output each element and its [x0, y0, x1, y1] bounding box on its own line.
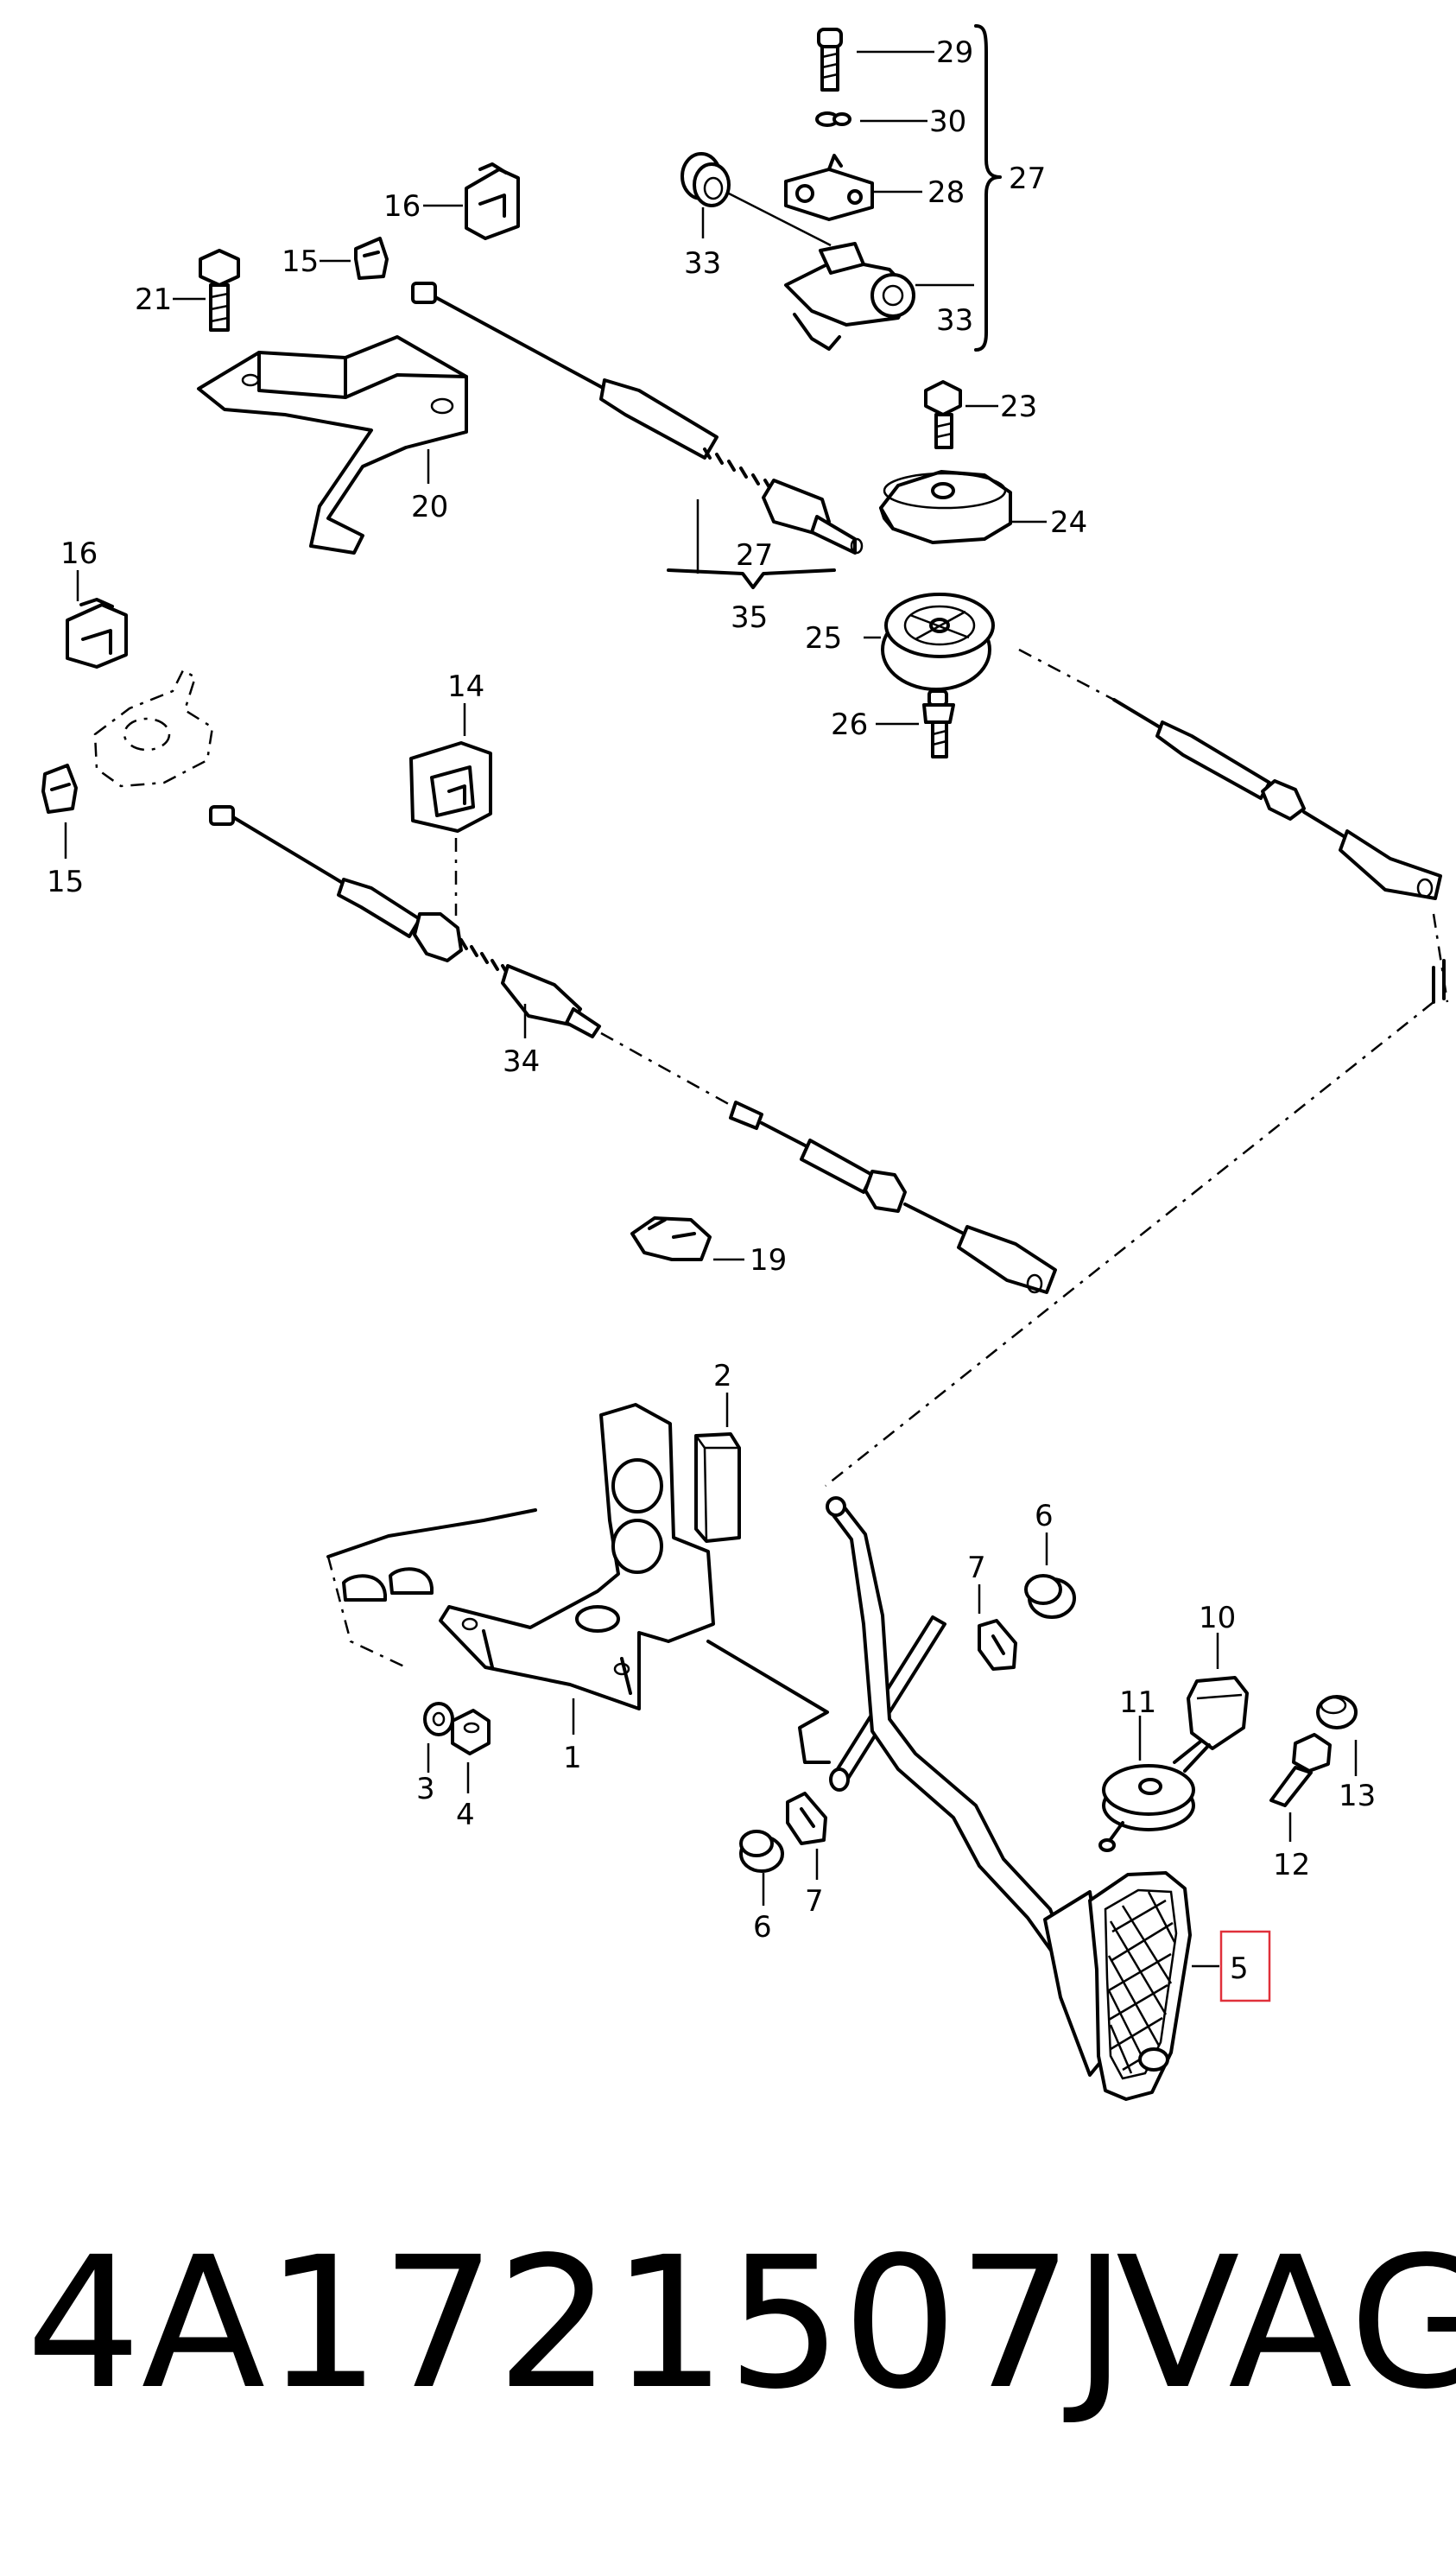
bumper-11: [1098, 1764, 1195, 1852]
clip-16-left: [66, 598, 128, 669]
sensor-33: [784, 242, 915, 351]
callout-26: 26: [831, 708, 868, 742]
callout-34: 34: [503, 1044, 540, 1079]
callout-3: 3: [416, 1772, 435, 1806]
callout-35: 35: [731, 600, 768, 635]
callout-20: 20: [411, 490, 448, 524]
callout-15-top: 15: [282, 244, 319, 279]
callout-11: 11: [1119, 1685, 1156, 1720]
bolt-29: [817, 28, 843, 92]
callout-15-left: 15: [47, 865, 84, 899]
clip-19: [630, 1216, 712, 1261]
callout-33-left: 33: [684, 246, 721, 281]
stop-10: [1173, 1676, 1249, 1773]
washer-3: [423, 1702, 454, 1736]
callout-14: 14: [447, 669, 484, 704]
pedal-pad-5: [1043, 1871, 1192, 2101]
part-number: 4A1721507J: [26, 2218, 1127, 2429]
cable-34: [209, 805, 1057, 1294]
callout-10: 10: [1199, 1601, 1236, 1635]
callout-6-top: 6: [1035, 1499, 1054, 1533]
grommet-33: [681, 152, 731, 207]
callout-30: 30: [929, 105, 966, 139]
callout-16-top: 16: [383, 189, 421, 224]
callout-12: 12: [1273, 1848, 1310, 1882]
callout-23: 23: [1000, 390, 1037, 424]
clip-7-top: [978, 1619, 1017, 1671]
callout-21: 21: [135, 282, 172, 317]
callout-25: 25: [805, 621, 842, 656]
brand-name: VAG: [1116, 2218, 1456, 2429]
callout-7-top: 7: [967, 1551, 986, 1585]
bolt-12: [1269, 1733, 1332, 1807]
callout-19: 19: [750, 1243, 787, 1278]
callout-4: 4: [456, 1798, 475, 1832]
bracket-20: [197, 335, 468, 555]
callout-2: 2: [713, 1359, 732, 1393]
callout-28: 28: [927, 175, 965, 210]
cable-right: [1018, 648, 1449, 1003]
callout-27-bracket: 27: [1009, 162, 1046, 196]
footer: 4A1721507J VAG: [26, 2212, 1456, 2436]
highlight-box-5: [1219, 1930, 1271, 2002]
switch-28: [784, 154, 874, 221]
callout-27-cable: 27: [736, 538, 773, 573]
cover-24: [879, 470, 1012, 544]
bracket-1: [439, 1403, 715, 1710]
callout-1: 1: [563, 1741, 582, 1775]
bushing-6-top: [1024, 1574, 1076, 1619]
nut-4: [451, 1709, 491, 1755]
callout-5: 5: [1230, 1951, 1249, 1986]
pulley-25: [881, 593, 995, 691]
callout-13: 13: [1339, 1779, 1376, 1813]
pad-2: [694, 1432, 741, 1543]
callout-16-left: 16: [60, 536, 98, 571]
clip-7-bottom: [786, 1792, 827, 1845]
washer-30: [815, 111, 851, 127]
callout-6-bottom: 6: [753, 1910, 772, 1945]
bolt-21: [199, 249, 240, 332]
firewall-studs: [326, 1508, 831, 1764]
clip-14: [409, 741, 492, 833]
cap-13: [1316, 1695, 1358, 1729]
clip-15-top: [354, 237, 389, 280]
callout-33-right: 33: [936, 303, 973, 338]
dashed-bracket: [93, 669, 214, 788]
callout-24: 24: [1050, 505, 1087, 540]
pin-26: [922, 689, 955, 758]
callout-7-bottom: 7: [805, 1884, 824, 1919]
cable-27: [411, 282, 864, 555]
clip-15-left: [41, 764, 78, 814]
bushing-6-bottom: [739, 1830, 784, 1873]
callout-29: 29: [936, 35, 973, 70]
clip-16-top: [465, 162, 520, 240]
bolt-23: [924, 380, 962, 449]
